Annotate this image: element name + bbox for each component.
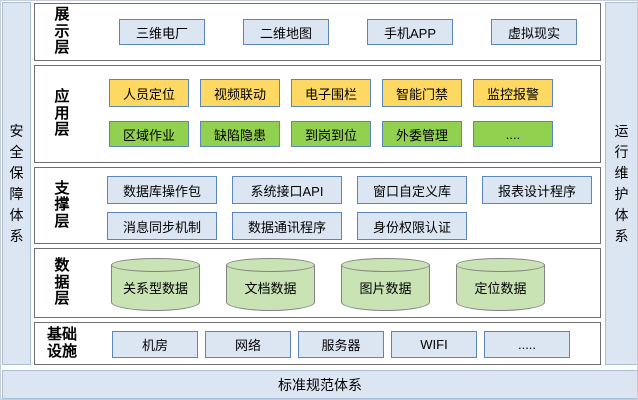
data-layer: 数 据 层 关系型数据文档数据图片数据定位数据	[34, 248, 601, 318]
diagram-box: 手机APP	[367, 19, 453, 45]
diagram-box: 人员定位	[109, 79, 189, 107]
diagram-box: 身份权限认证	[357, 212, 467, 240]
left-panel-label: 安 全 保 障 体 系	[9, 122, 24, 244]
application-layer: 应 用 层人员定位视频联动电子围栏智能门禁监控报警区域作业缺陷隐患到岗到位外委管…	[34, 65, 601, 163]
left-panel-security-system: 安 全 保 障 体 系	[2, 2, 31, 365]
diagram-box: 虚拟现实	[491, 19, 577, 45]
infrastructure-layer-row: 机房网络服务器 WIFI.....	[112, 331, 600, 358]
support-layer-row: 数据库操作包系统接口API 窗口自定义库报表设计程序	[107, 176, 600, 204]
right-panel-label: 运 行 维 护 体 系	[614, 122, 629, 244]
diagram-box: 二维地图	[243, 19, 329, 45]
cylinder-top-ellipse	[111, 258, 200, 272]
diagram-box: ....	[473, 121, 553, 147]
application-layer-row: 区域作业缺陷隐患到岗到位外委管理....	[109, 121, 600, 147]
diagram-box: 缺陷隐患	[200, 121, 280, 147]
application-layer-row: 人员定位视频联动电子围栏智能门禁监控报警	[109, 79, 600, 107]
data-layer-row: 关系型数据文档数据图片数据定位数据	[111, 258, 600, 311]
diagram-box: 三维电厂	[119, 19, 205, 45]
cylinder-top-ellipse	[341, 258, 430, 272]
diagram-box: 电子围栏	[291, 79, 371, 107]
presentation-layer-label: 展 示 层	[54, 6, 70, 57]
bottom-bar-standard-specification-system: 标准规范体系	[2, 370, 637, 399]
diagram-box: 数据通讯程序	[232, 212, 342, 240]
diagram-box: WIFI	[391, 331, 477, 358]
data-layer-label: 数 据 层	[54, 257, 70, 308]
diagram-box: 智能门禁	[382, 79, 462, 107]
cylinder-body: 文档数据	[226, 265, 315, 311]
database-cylinder: 文档数据	[226, 258, 315, 311]
database-cylinder: 图片数据	[341, 258, 430, 311]
cylinder-top-ellipse	[226, 258, 315, 272]
diagram-box: 数据库操作包	[107, 176, 217, 204]
diagram-box: 外委管理	[382, 121, 462, 147]
diagram-box: 视频联动	[200, 79, 280, 107]
diagram-box: 到岗到位	[291, 121, 371, 147]
presentation-layer: 展 示 层 三维电厂 二维地图 手机APP 虚拟现实	[34, 3, 601, 61]
cylinder-body: 定位数据	[456, 265, 545, 311]
diagram-box: 窗口自定义库	[357, 176, 467, 204]
right-panel-operation-maintenance-system: 运 行 维 护 体 系	[605, 2, 637, 365]
cylinder-top-ellipse	[456, 258, 545, 272]
support-layer: 支 撑 层 数据库操作包系统接口API 窗口自定义库报表设计程序消息同步机制数据通讯…	[34, 167, 601, 244]
diagram-box: 机房	[112, 331, 198, 358]
support-layer-label: 支 撑 层	[54, 179, 70, 230]
application-layer-label: 应 用 层	[54, 88, 70, 139]
diagram-box: 消息同步机制	[107, 212, 217, 240]
cylinder-body: 关系型数据	[111, 265, 200, 311]
presentation-layer-row: 三维电厂 二维地图 手机APP 虚拟现实	[119, 19, 600, 45]
diagram-box: 系统接口API	[232, 176, 342, 204]
database-cylinder: 关系型数据	[111, 258, 200, 311]
support-layer-row: 消息同步机制数据通讯程序身份权限认证	[107, 212, 600, 240]
diagram-box: 网络	[205, 331, 291, 358]
database-cylinder: 定位数据	[456, 258, 545, 311]
cylinder-body: 图片数据	[341, 265, 430, 311]
diagram-box: 区域作业	[109, 121, 189, 147]
diagram-box: 监控报警	[473, 79, 553, 107]
infrastructure-layer: 基础 设施 机房网络服务器 WIFI.....	[34, 322, 601, 365]
diagram-box: .....	[484, 331, 570, 358]
diagram-box: 服务器	[298, 331, 384, 358]
diagram-box: 报表设计程序	[482, 176, 592, 204]
infrastructure-layer-label: 基础 设施	[46, 326, 77, 360]
bottom-bar-label: 标准规范体系	[278, 376, 362, 393]
